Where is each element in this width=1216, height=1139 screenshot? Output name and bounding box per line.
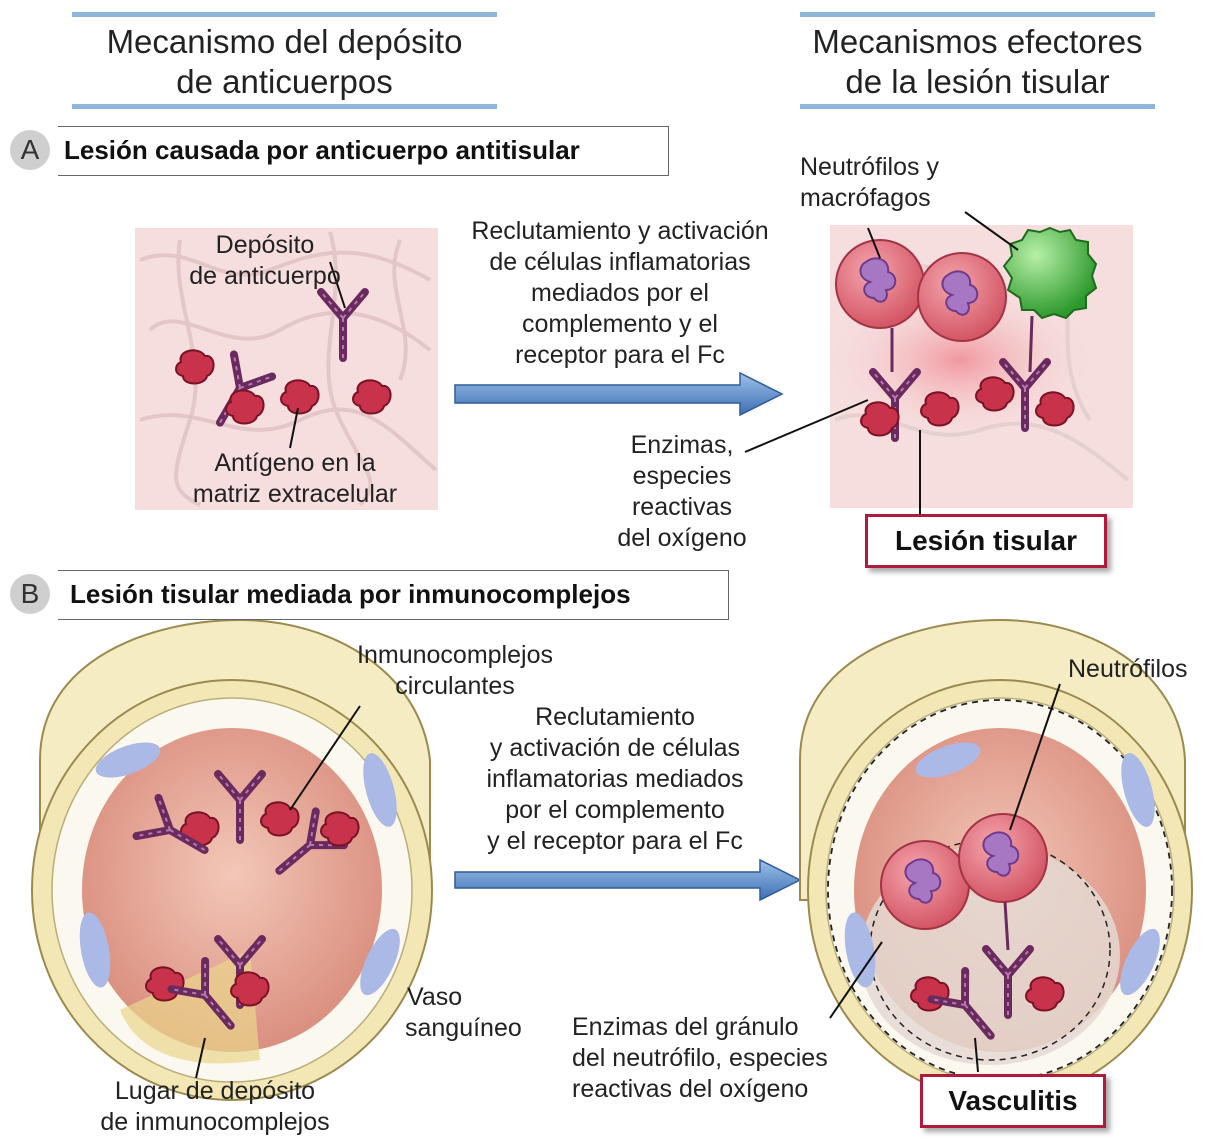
- arrow-a-line5: receptor para el Fc: [440, 340, 800, 371]
- neutrophils-label: Neutrófilos: [1068, 654, 1188, 685]
- circulating-complexes-label: Inmunocomplejos circulantes: [330, 640, 580, 702]
- panel-b-right-vessel: [800, 620, 1192, 1100]
- circulating-line1: Inmunocomplejos: [330, 640, 580, 671]
- right-header-bottom-bar: [800, 104, 1155, 109]
- tissue-injury-result: Lesión tisular: [865, 514, 1107, 568]
- section-b-title: Lesión tisular mediada por inmunocomplej…: [70, 578, 631, 610]
- left-header-bottom-bar: [72, 104, 497, 109]
- cells-line2: macrófagos: [800, 183, 939, 214]
- right-header-title: Mecanismos efectores de la lesión tisula…: [795, 22, 1160, 102]
- section-a-title: Lesión causada por anticuerpo antitisula…: [64, 134, 580, 166]
- arrow-b-line2: y activación de células: [440, 733, 790, 764]
- left-header-top-bar: [72, 12, 497, 17]
- arrow-b-line1: Reclutamiento: [440, 702, 790, 733]
- antigen-line2: matriz extracelular: [170, 479, 420, 510]
- granule-line2: del neutrófilo, especies: [572, 1043, 828, 1074]
- right-header-top-bar: [800, 12, 1155, 17]
- arrow-a-line1: Reclutamiento y activación: [440, 216, 800, 247]
- antibody-deposit-line2: de anticuerpo: [155, 261, 375, 292]
- neutrophils-macrophages-label: Neutrófilos y macrófagos: [800, 152, 939, 214]
- enzymes-label: Enzimas, especies reactivas del oxígeno: [592, 430, 772, 554]
- section-b-letter: B: [10, 574, 50, 614]
- panel-a-right-tissue: [745, 212, 1133, 520]
- enzymes-line4: del oxígeno: [592, 523, 772, 554]
- vessel-line1: Vaso: [405, 982, 522, 1013]
- vessel-line2: sanguíneo: [405, 1013, 522, 1044]
- arrow-a-line4: complemento y el: [440, 309, 800, 340]
- arrow-a-line3: mediados por el: [440, 278, 800, 309]
- circulating-line2: circulantes: [330, 671, 580, 702]
- deposit-site-line1: Lugar de depósito: [60, 1076, 370, 1107]
- arrow-a-text: Reclutamiento y activación de células in…: [440, 216, 800, 371]
- blood-vessel-label: Vaso sanguíneo: [405, 982, 522, 1044]
- section-a-letter: A: [10, 130, 50, 170]
- left-header-line1: Mecanismo del depósito: [72, 22, 497, 62]
- enzymes-line1: Enzimas,: [592, 430, 772, 461]
- arrow-b-line5: y el receptor para el Fc: [440, 826, 790, 857]
- left-header-line2: de anticuerpos: [72, 62, 497, 102]
- right-header-line1: Mecanismos efectores: [795, 22, 1160, 62]
- cells-line1: Neutrófilos y: [800, 152, 939, 183]
- antigen-label: Antígeno en la matriz extracelular: [170, 448, 420, 510]
- arrow-b: [455, 860, 800, 900]
- enzymes-line3: reactivas: [592, 492, 772, 523]
- antibody-deposit-line1: Depósito: [155, 230, 375, 261]
- left-header-title: Mecanismo del depósito de anticuerpos: [72, 22, 497, 102]
- deposit-site-line2: de inmunocomplejos: [60, 1107, 370, 1138]
- deposit-site-label: Lugar de depósito de inmunocomplejos: [60, 1076, 370, 1138]
- arrow-a: [455, 373, 782, 415]
- enzymes-line2: especies: [592, 461, 772, 492]
- right-header-line2: de la lesión tisular: [795, 62, 1160, 102]
- vasculitis-result: Vasculitis: [920, 1074, 1106, 1128]
- arrow-b-line3: inflamatorias mediados: [440, 764, 790, 795]
- antibody-deposit-label: Depósito de anticuerpo: [155, 230, 375, 292]
- arrow-b-line4: por el complemento: [440, 795, 790, 826]
- granule-line1: Enzimas del gránulo: [572, 1012, 828, 1043]
- arrow-b-text: Reclutamiento y activación de células in…: [440, 702, 790, 857]
- arrow-a-line2: de células inflamatorias: [440, 247, 800, 278]
- granule-line3: reactivas del oxígeno: [572, 1074, 828, 1105]
- antigen-line1: Antígeno en la: [170, 448, 420, 479]
- granule-enzymes-label: Enzimas del gránulo del neutrófilo, espe…: [572, 1012, 828, 1105]
